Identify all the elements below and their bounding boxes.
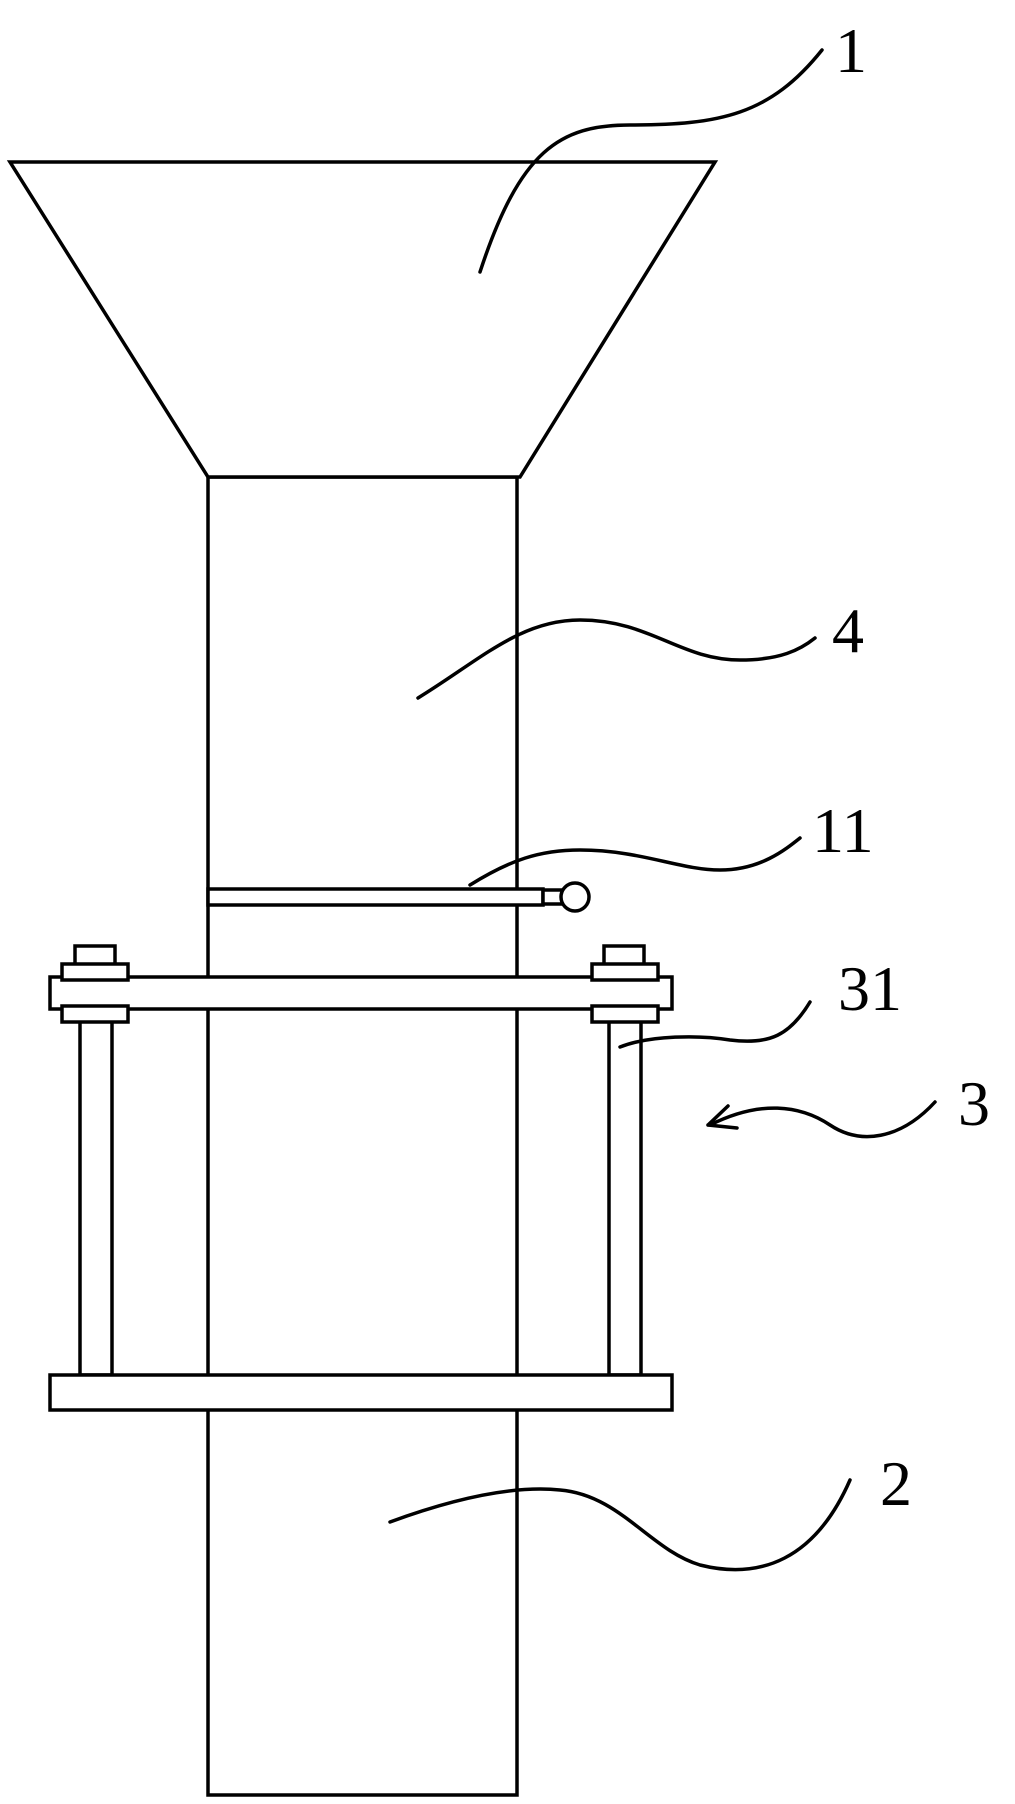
leader-pin bbox=[468, 836, 802, 887]
pipe-body bbox=[206, 475, 519, 1797]
label-bolt: 31 bbox=[838, 953, 902, 1024]
pin-ring bbox=[559, 881, 591, 913]
bottom-plate bbox=[48, 1373, 674, 1412]
washer-left-bottom bbox=[60, 1004, 130, 1024]
label-clamp-assembly: 3 bbox=[958, 1068, 990, 1139]
funnel bbox=[6, 160, 719, 479]
leader-clamp-arrowhead bbox=[706, 1104, 739, 1130]
leader-clamp bbox=[708, 1100, 937, 1139]
washer-left-top bbox=[60, 962, 130, 982]
pin bbox=[206, 881, 591, 913]
leader-lower-pipe bbox=[388, 1478, 852, 1572]
bolt-left bbox=[78, 998, 114, 1377]
top-plate bbox=[48, 975, 674, 1011]
leader-funnel bbox=[478, 48, 824, 274]
label-upper-pipe: 4 bbox=[832, 595, 864, 666]
leader-upper-pipe bbox=[416, 618, 817, 700]
pin-shaft bbox=[206, 887, 545, 907]
clamp-assembly bbox=[48, 944, 674, 1412]
leader-bolt bbox=[618, 1000, 812, 1049]
bolt-right bbox=[607, 998, 643, 1377]
label-pin: 11 bbox=[812, 795, 874, 866]
label-funnel: 1 bbox=[835, 15, 867, 86]
label-lower-pipe: 2 bbox=[880, 1448, 912, 1519]
washer-right-top bbox=[590, 962, 660, 982]
washer-right-bottom bbox=[590, 1004, 660, 1024]
